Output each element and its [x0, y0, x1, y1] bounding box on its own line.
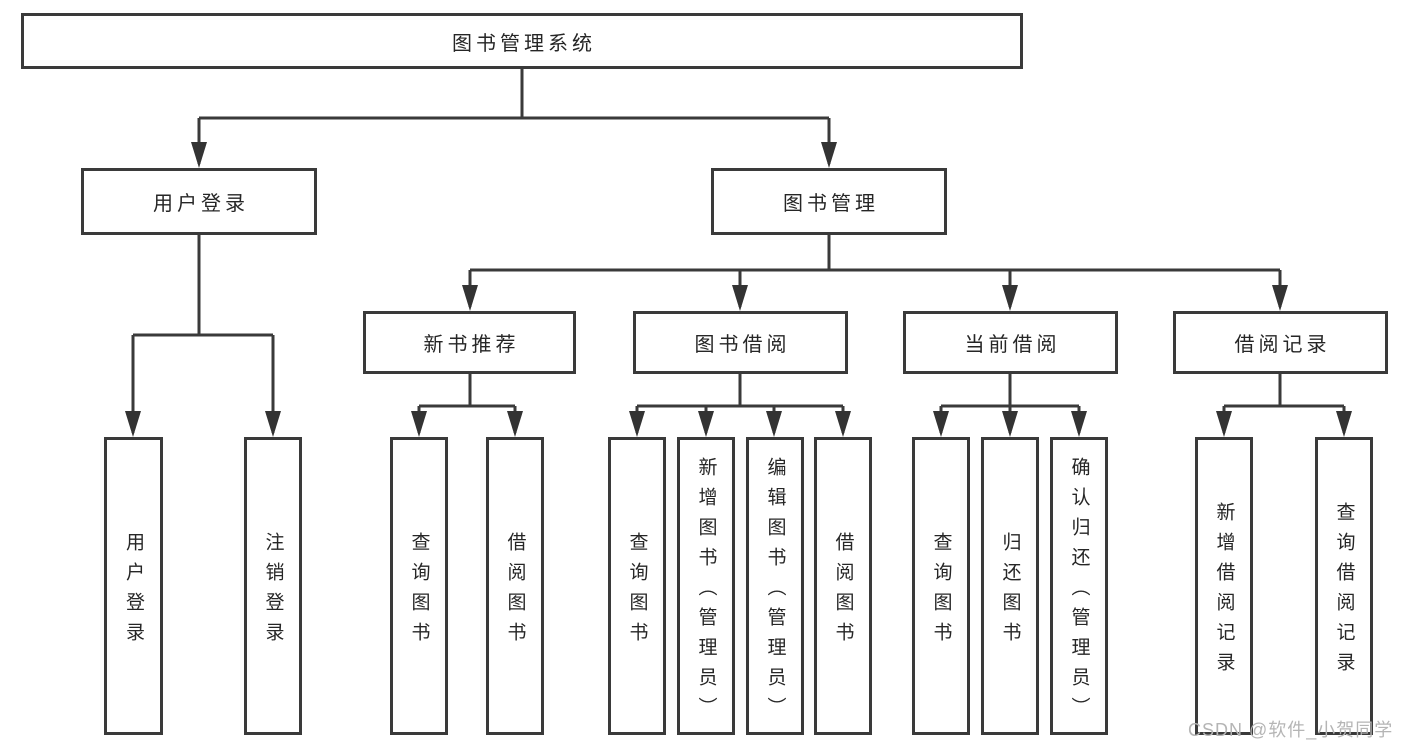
node-user-login-branch: 用户登录: [81, 168, 317, 235]
leaf-current-query-books-label: 查询图书: [930, 531, 952, 652]
leaf-query-borrow-record: 查询借阅记录: [1315, 437, 1373, 735]
node-user-login-branch-label: 用户登录: [153, 193, 249, 215]
node-new-book-recommend-label: 新书推荐: [423, 334, 520, 356]
leaf-edit-books-admin: 编辑图书（管理员）: [746, 437, 804, 735]
node-book-management: 图书管理: [711, 168, 947, 235]
node-new-book-recommend: 新书推荐: [363, 311, 576, 374]
leaf-new-borrow-books-label: 借阅图书: [504, 531, 526, 652]
leaf-borrow-query-books-label: 查询图书: [626, 531, 648, 652]
leaf-new-borrow-books: 借阅图书: [486, 437, 544, 735]
leaf-confirm-return-admin-label: 确认归还（管理员）: [1068, 456, 1090, 727]
leaf-borrow-query-books: 查询图书: [608, 437, 666, 735]
leaf-return-books: 归还图书: [981, 437, 1039, 735]
node-current-borrow-label: 当前借阅: [964, 334, 1061, 356]
leaf-edit-books-admin-label: 编辑图书（管理员）: [764, 456, 786, 727]
leaf-user-login-label: 用户登录: [123, 531, 144, 652]
leaf-add-borrow-record-label: 新增借阅记录: [1213, 501, 1235, 682]
leaf-new-query-books-label: 查询图书: [408, 531, 430, 652]
node-book-borrow: 图书借阅: [633, 311, 848, 374]
leaf-logout-label: 注销登录: [262, 531, 284, 652]
leaf-current-query-books: 查询图书: [912, 437, 970, 735]
node-current-borrow: 当前借阅: [903, 311, 1118, 374]
leaf-add-books-admin-label: 新增图书（管理员）: [695, 456, 717, 727]
leaf-logout: 注销登录: [244, 437, 302, 735]
leaf-return-books-label: 归还图书: [999, 531, 1021, 652]
watermark: CSDN @软件_小贺同学: [1188, 720, 1394, 740]
leaf-query-borrow-record-label: 查询借阅记录: [1333, 501, 1355, 682]
leaf-add-borrow-record: 新增借阅记录: [1195, 437, 1253, 735]
node-book-borrow-label: 图书借阅: [694, 334, 791, 356]
node-root: 图书管理系统: [21, 13, 1023, 69]
leaf-add-books-admin: 新增图书（管理员）: [677, 437, 735, 735]
leaf-borrow-books-label: 借阅图书: [832, 531, 854, 652]
node-borrow-records-label: 借阅记录: [1234, 334, 1331, 356]
leaf-confirm-return-admin: 确认归还（管理员）: [1050, 437, 1108, 735]
node-borrow-records: 借阅记录: [1173, 311, 1388, 374]
leaf-borrow-books: 借阅图书: [814, 437, 872, 735]
leaf-user-login: 用户登录: [104, 437, 163, 735]
node-root-label: 图书管理系统: [452, 32, 596, 55]
leaf-new-query-books: 查询图书: [390, 437, 448, 735]
node-book-management-label: 图书管理: [783, 193, 879, 215]
